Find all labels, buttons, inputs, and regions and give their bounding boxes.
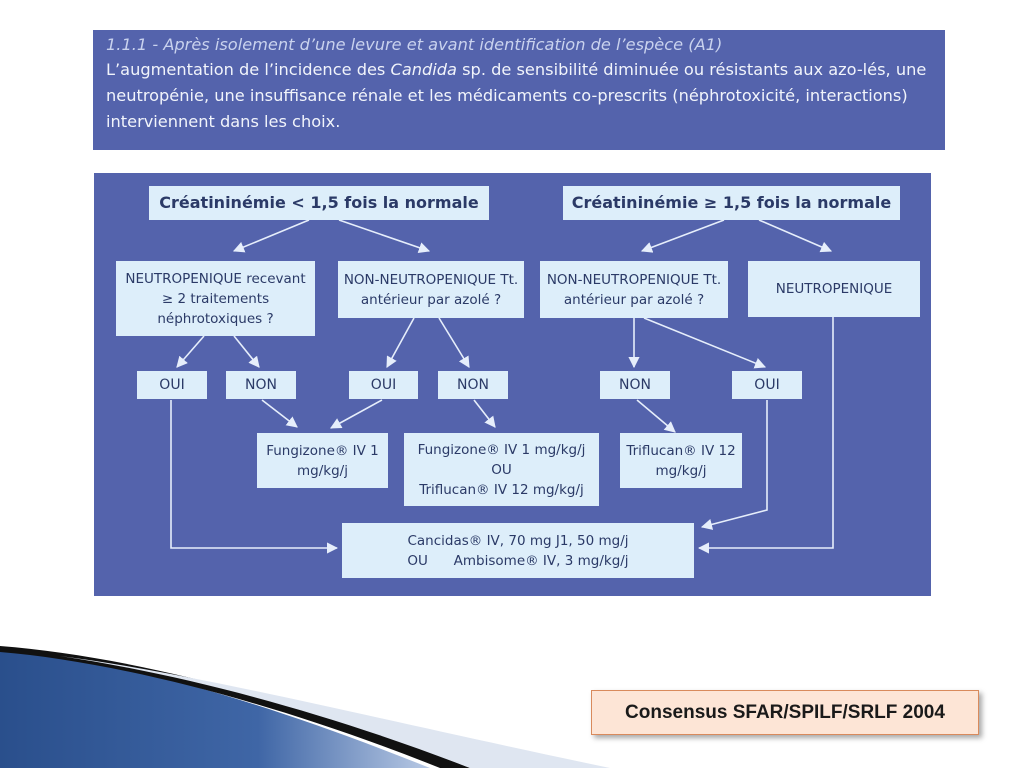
treatment-fungizone-label: Fungizone® IV 1 mg/kg/j [266,442,379,479]
answer-oui-2-label: OUI [370,377,397,393]
intro-paragraph: L’augmentation de l’incidence des Candid… [106,57,933,135]
arrow-q2-non [438,317,470,368]
question-non-neutropenique-left-label: NON-NEUTROPENIQUE Tt. antérieur par azol… [343,271,519,308]
arrow-lh-q1 [232,219,310,253]
answer-oui-3-label: OUI [754,377,780,393]
treatment-fungizone-box: Fungizone® IV 1 mg/kg/j [257,433,388,488]
arrow-non2-t2 [473,399,496,428]
arrow-non3-t3 [636,399,676,433]
intro-text-start: L’augmentation de l’incidence des [106,60,391,79]
right-header-label: Créatininémie ≥ 1,5 fois la normale [571,193,892,212]
answer-non-1-label: NON [245,377,277,393]
arrow-q1-non [233,335,260,368]
arrow-non1-t1 [261,399,298,428]
question-non-neutropenique-left-box: NON-NEUTROPENIQUE Tt. antérieur par azol… [338,261,524,318]
treatment-fungizone-or-triflucan-box: Fungizone® IV 1 mg/kg/j OU Triflucan® IV… [404,433,599,506]
final-treatment-line-2: OU Ambisome® IV, 3 mg/kg/j [407,552,629,569]
citation-text: Consensus SFAR/SPILF/SRLF 2004 [625,701,945,723]
arrow-rh-q4 [758,219,833,253]
answer-non-2-label: NON [457,377,489,393]
answer-oui-1-label: OUI [159,377,185,393]
arrow-oui2-t1 [330,399,383,429]
flowchart-panel: Créatininémie < 1,5 fois la normale Créa… [94,173,931,596]
arrow-oui3-final [700,400,768,530]
final-treatment-line-1: Cancidas® IV, 70 mg J1, 50 mg/j [407,532,629,549]
arrow-q3-oui [643,317,767,369]
intro-text-end: sp. de sensibilité diminuée ou résistant… [106,60,927,131]
intro-text-italic: Candida [390,60,457,79]
arrow-rh-q3 [640,219,725,253]
arrow-oui1-final [170,400,339,554]
treatment-triflucan-box: Triflucan® IV 12 mg/kg/j [620,433,742,488]
arrow-q2-oui [386,317,415,368]
answer-non-1: NON [226,371,296,399]
answer-oui-2: OUI [349,371,418,399]
question-neutropenique-right-label: NEUTROPENIQUE [775,281,893,297]
flowchart-arrows [170,219,834,554]
answer-non-3: NON [600,371,670,399]
left-header-box: Créatininémie < 1,5 fois la normale [149,186,489,220]
answer-non-3-label: NON [619,377,651,393]
treatment-triflucan-label: Triflucan® IV 12 mg/kg/j [626,442,736,479]
intro-panel: 1.1.1 - Après isolement d’une levure et … [93,30,945,150]
arrow-q1-oui [176,335,205,368]
citation-box: Consensus SFAR/SPILF/SRLF 2004 [591,690,979,735]
arrow-q4-final [697,317,834,554]
treatment-option-1: Fungizone® IV 1 mg/kg/j [417,441,586,458]
treatment-or: OU [491,461,512,478]
section-title: 1.1.1 - Après isolement d’une levure et … [106,35,723,54]
left-header-label: Créatininémie < 1,5 fois la normale [159,193,479,212]
arrow-lh-q2 [338,219,431,254]
answer-oui-1: OUI [137,371,207,399]
answer-oui-3: OUI [732,371,802,399]
final-treatment-box: Cancidas® IV, 70 mg J1, 50 mg/j OU Ambis… [342,523,694,578]
question-neutropenique-right-box: NEUTROPENIQUE [748,261,920,317]
treatment-option-2: Triflucan® IV 12 mg/kg/j [419,481,584,498]
question-neutropenique-box: NEUTROPENIQUE recevant ≥ 2 traitements n… [116,261,315,336]
answer-non-2: NON [438,371,508,399]
question-non-neutropenique-right-label: NON-NEUTROPENIQUE Tt. antérieur par azol… [546,271,722,308]
right-header-box: Créatininémie ≥ 1,5 fois la normale [563,186,900,220]
question-non-neutropenique-right-box: NON-NEUTROPENIQUE Tt. antérieur par azol… [540,261,728,318]
slide-swoosh-decoration [0,646,610,768]
question-neutropenique-label: NEUTROPENIQUE recevant ≥ 2 traitements n… [125,270,306,327]
